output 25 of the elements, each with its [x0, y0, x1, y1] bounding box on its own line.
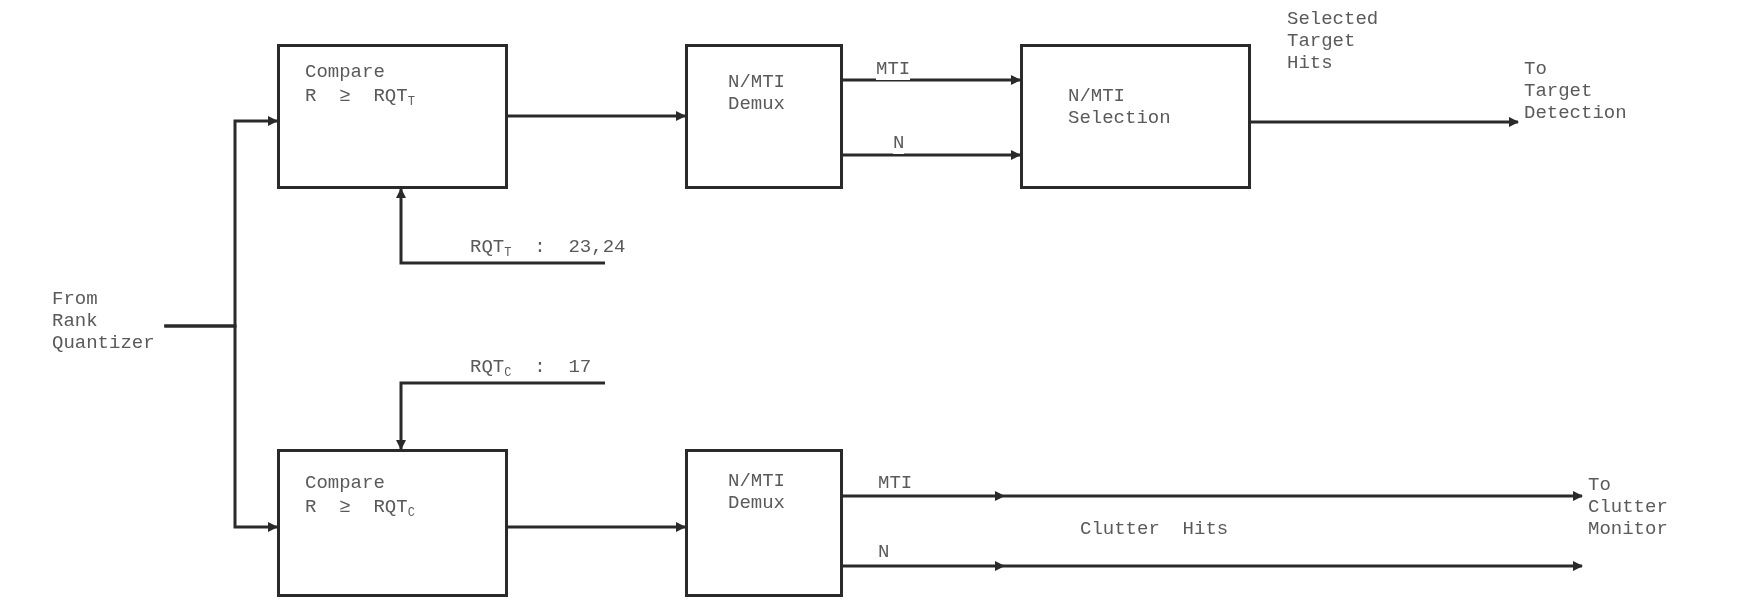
arrow — [396, 381, 605, 450]
box-label: N/MTI Selection — [1068, 85, 1172, 129]
arrow — [508, 111, 686, 121]
box-label: R ≥ RQT$_{T}$ — [305, 85, 416, 107]
arrow — [843, 491, 1583, 501]
arrow — [1251, 117, 1519, 127]
box-label: R ≥ RQT$_{C}$ — [305, 496, 416, 518]
box-label: Compare — [305, 61, 386, 83]
io-label: To Target Detection — [1524, 58, 1628, 124]
process-box — [1020, 44, 1251, 189]
process-box — [277, 44, 508, 189]
process-box — [685, 44, 843, 189]
arrow — [396, 188, 605, 265]
arrow — [843, 150, 1021, 160]
box-label: N/MTI Demux — [728, 470, 786, 514]
io-label: To Clutter Monitor — [1588, 474, 1669, 540]
box-label: Compare — [305, 472, 386, 494]
arrow — [508, 522, 686, 532]
box-label: N/MTI Demux — [728, 71, 786, 115]
arrow — [164, 324, 278, 532]
arrow — [843, 561, 1583, 571]
process-box — [277, 449, 508, 597]
arrow — [843, 75, 1021, 85]
io-label: From Rank Quantizer — [52, 288, 156, 354]
process-box — [685, 449, 843, 597]
